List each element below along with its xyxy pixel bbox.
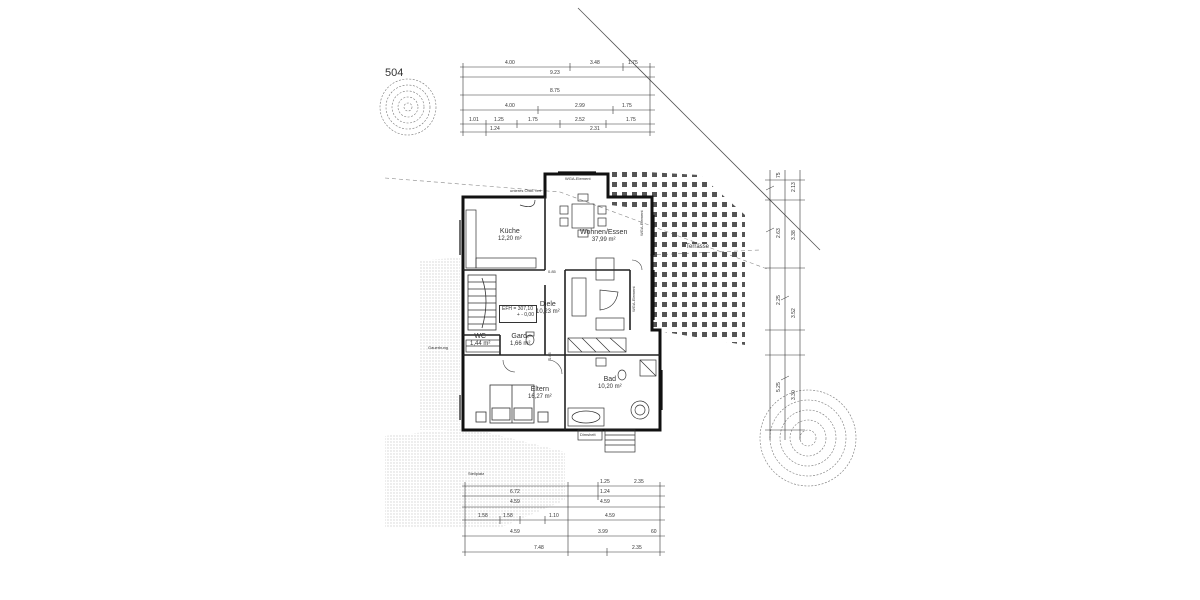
right-dim-text: 2.63: [776, 228, 782, 238]
ground-hatch-left: [420, 258, 460, 430]
top-dimension-chains: [460, 63, 655, 136]
kitchen-counter: [465, 199, 537, 269]
room-area: 10,23 m²: [536, 309, 560, 315]
right-dim-text: 3.38: [791, 230, 797, 240]
top-dim-text: 4.00: [505, 60, 515, 66]
room-name: Bad: [603, 376, 617, 383]
top-dim-text: 1.25: [494, 117, 504, 123]
dining-table: [559, 193, 607, 238]
steps-label: Dimshelt: [580, 432, 596, 437]
room-name: Diele: [539, 301, 556, 308]
top-dim-text: 9.23: [550, 70, 560, 76]
living-furniture: [571, 257, 625, 331]
wga-element-top: WGA-Element: [565, 176, 591, 181]
bottom-dim-text: 60: [651, 529, 657, 535]
bottom-dim-text: 1.24: [600, 489, 610, 495]
right-dim-text: 75: [776, 172, 782, 178]
bottom-dim-text: 2.35: [632, 545, 642, 551]
sheet-number: 504: [385, 67, 404, 79]
right-dim-text: 5.25: [776, 382, 782, 392]
room-name: WC: [474, 333, 486, 340]
interior-walls: [463, 197, 660, 430]
room-name: Eltern: [530, 386, 549, 393]
room-label-diele: Diele 10,23 m²: [536, 301, 560, 315]
terrace-area: [610, 170, 745, 345]
exterior-steps: [577, 429, 636, 453]
staircase: [467, 274, 497, 331]
room-name: Wohnen/Essen: [580, 229, 628, 236]
wardrobe-strip: [465, 337, 627, 353]
room-area: 1,66 m²: [510, 341, 531, 347]
top-dim-text: 1.75: [628, 60, 638, 66]
top-dim-text: 1.24: [490, 126, 500, 132]
right-dim-text: 3.30: [791, 390, 797, 400]
bottom-dim-text: 1.10: [549, 513, 559, 519]
left-note: Gauerbung: [428, 345, 449, 350]
bottom-note: Stellplatz: [468, 471, 485, 476]
top-dim-text: 1.75: [626, 117, 636, 123]
right-dim-text: 2.25: [776, 295, 782, 305]
tree-symbol-bottom-right: [759, 389, 857, 487]
room-label-wc: WC 1,44 m²: [470, 333, 490, 347]
bottom-dim-text: 2.35: [634, 479, 644, 485]
top-dim-text: 2.31: [590, 126, 600, 132]
wc-fixture: [525, 331, 535, 346]
bottom-dim-text: 4.59: [605, 513, 615, 519]
bottom-dim-text: 4.59: [600, 499, 610, 505]
room-area: 16,27 m²: [528, 394, 552, 400]
bottom-dim-text: 4.59: [510, 529, 520, 535]
right-dim-text: 2.13: [791, 182, 797, 192]
bottom-dim-text: 3.99: [598, 529, 608, 535]
terrace-label: Terrasse: [686, 244, 710, 250]
room-area: 1,44 m²: [470, 341, 491, 347]
room-area: 12,20 m²: [498, 236, 522, 242]
efh-zero: + - 0,00: [516, 312, 534, 318]
dimension-note: 0.85: [547, 352, 552, 360]
wga-element-side: WGA-Element: [631, 286, 636, 312]
room-label-bad: Bad 10,20 m²: [598, 376, 622, 390]
top-dim-text: 1.75: [528, 117, 538, 123]
bottom-dim-text: 1.58: [478, 513, 488, 519]
top-dim-text: 1.01: [469, 117, 479, 123]
right-dimension-chains: [765, 170, 805, 440]
top-note: unteres Ortbl. fert: [510, 188, 542, 193]
room-name: Gard.: [511, 333, 529, 340]
bottom-dim-text: 4.59: [510, 499, 520, 505]
room-label-gard: Gard. 1,66 m²: [510, 333, 530, 347]
efh-level: EFH = 307,10: [502, 306, 533, 312]
room-label-eltern: Eltern 16,27 m²: [528, 386, 552, 400]
right-tick-marks: [765, 185, 790, 381]
top-dim-text: 2.52: [575, 117, 585, 123]
bottom-dim-text: 7.48: [534, 545, 544, 551]
top-dim-text: 3.48: [590, 60, 600, 66]
wga-element-right: WGA-Element: [639, 210, 644, 236]
bath-fixtures: [567, 357, 657, 427]
window-openings: [459, 171, 663, 420]
top-dim-text: 4.00: [505, 103, 515, 109]
room-area: 10,20 m²: [598, 384, 622, 390]
room-area: 37,99 m²: [591, 237, 616, 243]
tree-symbol-top-left: [379, 78, 437, 136]
property-boundary-line: [577, 7, 821, 251]
top-dim-text: 8.75: [550, 88, 560, 94]
bottom-dim-text: 1.25: [600, 479, 610, 485]
ground-hatch-area: [385, 428, 565, 528]
top-dim-text: 2.99: [575, 103, 585, 109]
top-dim-text: 1.75: [622, 103, 632, 109]
double-bed: [475, 384, 549, 424]
right-dim-text: 3.52: [791, 308, 797, 318]
door-swings: [502, 259, 643, 375]
bottom-dimension-chains: [462, 482, 665, 556]
room-label-kueche: Küche 12,20 m²: [498, 228, 522, 242]
room-label-wohnen: Wohnen/Essen 37,99 m²: [580, 229, 627, 243]
bottom-dim-text: 6.72: [510, 489, 520, 495]
room-name: Küche: [499, 228, 520, 235]
dimension-note: 0.85: [548, 269, 556, 274]
efh-level-box: EFH = 307,10 + - 0,00: [499, 305, 537, 323]
bottom-dim-text: 1.58: [503, 513, 513, 519]
